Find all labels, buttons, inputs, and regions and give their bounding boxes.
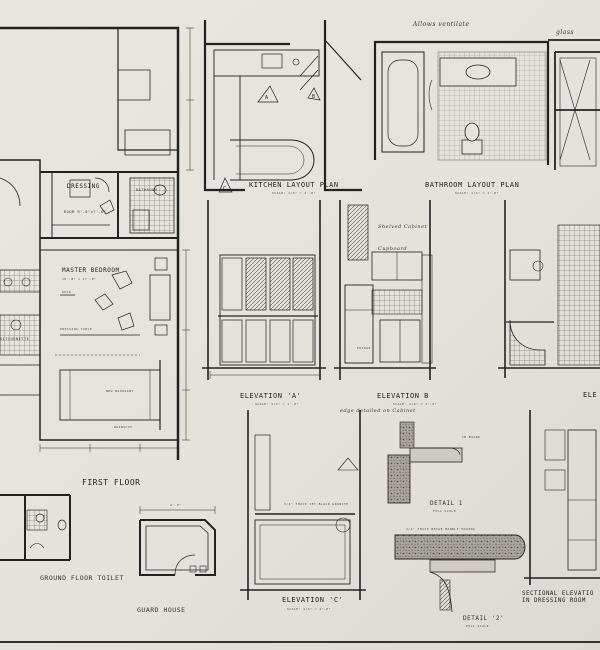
elevation-b	[334, 200, 436, 380]
bathroom-layout-plan	[373, 39, 600, 170]
elevation-a	[202, 200, 326, 380]
elevation-right-title: ELE	[583, 391, 597, 399]
detail-2	[394, 534, 526, 613]
master-bedroom-label: MASTER BEDROOM	[62, 267, 120, 274]
elevation-a-title: ELEVATION 'A'	[240, 392, 301, 400]
first-floor-title: FIRST FLOOR	[82, 478, 140, 487]
note-cupboard: Cupboard	[378, 246, 407, 252]
kitchenette-label: KITCHENETTE	[0, 337, 29, 341]
note-ventilate: Allows ventilate	[412, 21, 470, 28]
fridge-label: FRIDGE	[357, 346, 371, 350]
ground-floor-toilet-plan	[0, 494, 71, 561]
desk-label: DESK	[62, 290, 71, 294]
dressing-table-label: DRESSING TABLE	[60, 327, 92, 331]
cb-board-label: CB BOARD	[462, 435, 480, 439]
wainscot-label: WAINSCOT	[114, 425, 132, 429]
sectional-elevation	[524, 410, 600, 585]
bathroom-room-label: BATHROOM	[136, 188, 158, 192]
elevation-c	[240, 410, 366, 600]
ground-floor-toilet-title: GROUND FLOOR TOILET	[40, 574, 124, 582]
kitchen-plan-scale: SCALE: 1/4" = 1'-0"	[272, 191, 316, 195]
guard-house-plan	[139, 506, 216, 576]
elevation-right	[498, 200, 600, 378]
detail-1-scale: FULL SCALE	[433, 509, 456, 513]
bathroom-plan-scale: SCALE: 1/4" = 1'-0"	[455, 191, 499, 195]
guard-house-dim: 9'-0"	[170, 503, 182, 507]
first-floor-plan	[0, 26, 194, 460]
elevation-b-title: ELEVATION B	[377, 392, 429, 400]
marble-note: 3/4" THICK BEIGE MARBLE EDGING	[406, 527, 475, 531]
marker-a: A	[265, 95, 269, 101]
dressing-room-dim: ROOM 9'-0"x7'-6"	[64, 210, 107, 214]
dressing-room-label: DRESSING	[67, 183, 100, 190]
marker-b: B	[312, 94, 316, 100]
master-bedroom-dim: 16'-0" x 17'-0"	[62, 277, 97, 281]
kitchen-plan-title: KITCHEN LAYOUT PLAN	[249, 181, 339, 189]
sectional-title-2: IN DRESSING ROOM	[522, 598, 586, 604]
granite-note: 3/4" THICK JET BLACK GRANITE	[284, 502, 349, 506]
elevation-c-title: ELEVATION 'C'	[282, 596, 343, 604]
kitchen-layout-plan	[203, 20, 362, 193]
detail-2-scale: FULL SCALE	[466, 624, 489, 628]
bathroom-plan-title: BATHROOM LAYOUT PLAN	[425, 181, 519, 189]
detail-1-title: DETAIL 1	[430, 500, 463, 507]
detail-1	[387, 421, 463, 504]
elevation-a-scale: SCALE: 1/4" = 1'-0"	[255, 402, 299, 406]
first-floor-labels: DRESSING ROOM 9'-0"x7'-6" BATHROOM MASTE…	[0, 183, 158, 487]
guard-house-title: GUARD HOUSE	[137, 606, 186, 614]
note-glass: glass	[556, 29, 574, 36]
detail-2-title: DETAIL '2'	[463, 615, 504, 622]
elevation-b-scale: SCALE: 1/4" = 1'-0"	[393, 402, 437, 406]
note-shelved-cabinet: Shelved Cabinet	[378, 224, 428, 230]
elevation-c-scale: SCALE: 1/4" = 1'-0"	[287, 607, 331, 611]
note-edge-detail: edge detailed on Cabinet	[340, 408, 416, 414]
marker-c: C	[223, 186, 227, 192]
new-mahogany-label: NEW MAHOGANY	[106, 389, 134, 393]
sectional-title-1: SECTIONAL ELEVATIO	[522, 591, 594, 597]
